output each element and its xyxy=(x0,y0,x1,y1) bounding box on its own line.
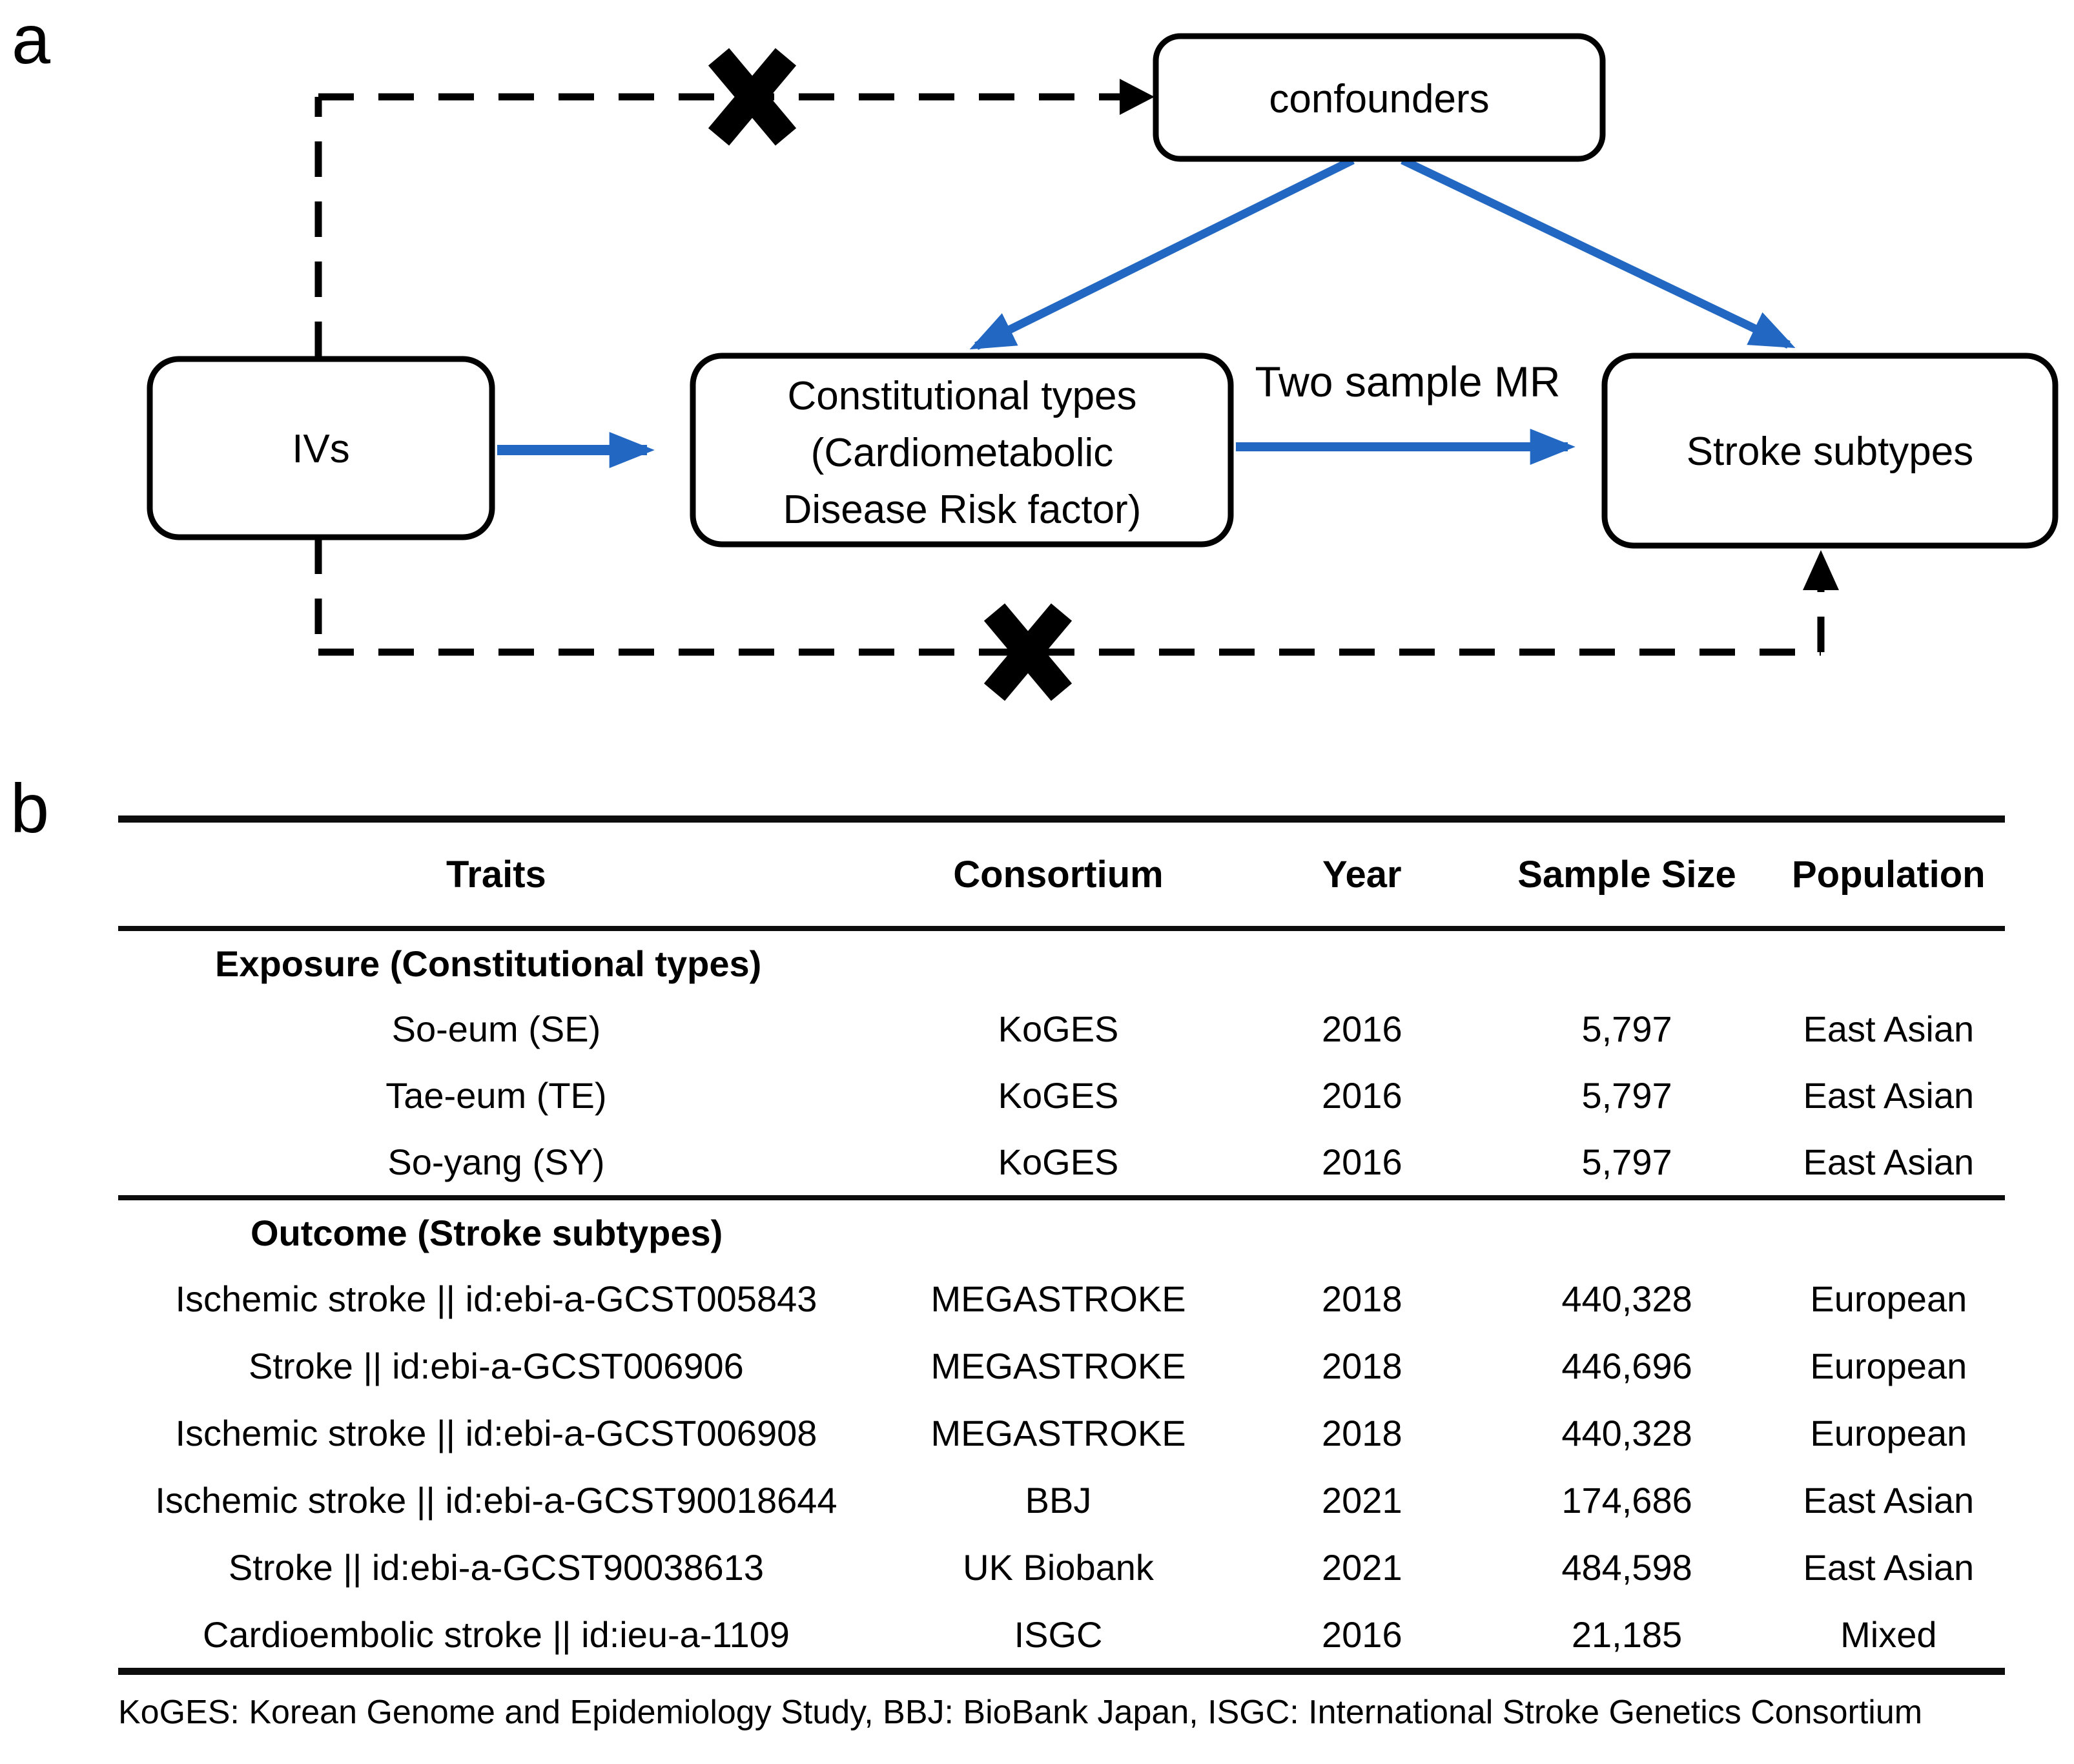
cell-population: East Asian xyxy=(1803,1142,1975,1182)
blue-arrow-confounders-to-outcome xyxy=(1401,156,1796,349)
cell-population: East Asian xyxy=(1803,1479,1975,1521)
cell-consortium: KoGES xyxy=(998,1075,1119,1116)
ivs-box xyxy=(147,356,495,540)
cell-sample-size: 5,797 xyxy=(1581,1142,1672,1182)
cell-consortium: KoGES xyxy=(998,1009,1119,1049)
cell-trait: So-eum (SE) xyxy=(391,1009,601,1049)
cell-year: 2016 xyxy=(1322,1009,1402,1049)
dashed-path-ivs-to-outcome xyxy=(314,538,1825,656)
confounders-box xyxy=(1153,33,1606,162)
exposure-box-line2: (Cardiometabolic xyxy=(811,431,1114,475)
cell-year: 2021 xyxy=(1322,1479,1402,1521)
panel-b-label: b xyxy=(10,769,50,847)
cell-consortium: ISGC xyxy=(1014,1614,1103,1655)
cell-trait: Stroke || id:ebi-a-GCST006906 xyxy=(249,1345,744,1386)
cell-population: East Asian xyxy=(1803,1075,1975,1116)
table-row: Ischemic stroke || id:ebi-a-GCST006908 M… xyxy=(118,1399,2005,1466)
cell-sample-size: 446,696 xyxy=(1561,1345,1692,1386)
cell-population: East Asian xyxy=(1803,1009,1975,1049)
cell-consortium: MEGASTROKE xyxy=(930,1345,1186,1386)
section-title-exposure: Exposure (Constitutional types) xyxy=(215,943,762,984)
cell-population: European xyxy=(1810,1412,1967,1453)
cell-year: 2018 xyxy=(1322,1345,1402,1386)
table-row: Stroke || id:ebi-a-GCST006906 MEGASTROKE… xyxy=(118,1332,2005,1399)
confounders-box-label: confounders xyxy=(1269,77,1489,121)
exposure-box-line1: Constitutional types xyxy=(787,374,1136,418)
table-row: Ischemic stroke || id:ebi-a-GCST90018644… xyxy=(118,1466,2005,1533)
cell-sample-size: 484,598 xyxy=(1561,1546,1692,1588)
outcome-box-label: Stroke subtypes xyxy=(1687,429,1974,474)
column-header-traits: Traits xyxy=(446,853,546,896)
column-header-population: Population xyxy=(1791,853,1986,896)
outcome-box xyxy=(1601,353,2059,549)
table-footnote: KoGES: Korean Genome and Epidemiology St… xyxy=(118,1694,1923,1731)
x-mark-icon-bottom xyxy=(983,603,1073,701)
blue-arrow-confounders-to-exposure xyxy=(969,156,1355,350)
table-row: Cardioembolic stroke || id:ieu-a-1109 IS… xyxy=(118,1601,2005,1668)
cell-population: European xyxy=(1810,1345,1967,1386)
cell-population: Mixed xyxy=(1840,1614,1937,1655)
cell-trait: So-yang (SY) xyxy=(387,1142,605,1182)
cell-sample-size: 174,686 xyxy=(1561,1479,1692,1521)
exposure-box-line3: Disease Risk factor) xyxy=(783,487,1142,532)
black-arrowhead-outcome xyxy=(1803,550,1839,590)
cell-trait: Ischemic stroke || id:ebi-a-GCST90018644 xyxy=(155,1479,837,1521)
cell-sample-size: 5,797 xyxy=(1581,1075,1672,1116)
cell-consortium: MEGASTROKE xyxy=(930,1278,1186,1319)
cell-trait: Tae-eum (TE) xyxy=(385,1075,607,1116)
table-rule-header xyxy=(118,926,2005,931)
column-header-consortium: Consortium xyxy=(953,853,1164,896)
cell-sample-size: 440,328 xyxy=(1561,1412,1692,1453)
cell-consortium: UK Biobank xyxy=(963,1546,1154,1588)
cell-consortium: KoGES xyxy=(998,1142,1119,1182)
ivs-box-label: IVs xyxy=(292,427,350,471)
black-arrowhead-confounders xyxy=(1120,79,1155,115)
table-row: So-yang (SY) KoGES 2016 5,797 East Asian xyxy=(118,1129,2005,1195)
cell-consortium: MEGASTROKE xyxy=(930,1412,1186,1453)
table-rule-bottom xyxy=(118,1668,2005,1675)
cell-population: European xyxy=(1810,1278,1967,1319)
mr-diagram: a IVs confounders xyxy=(12,0,2059,701)
cell-sample-size: 440,328 xyxy=(1561,1278,1692,1319)
cell-year: 2016 xyxy=(1322,1142,1402,1182)
panel-a-label: a xyxy=(12,0,51,78)
table-rule-middle xyxy=(118,1195,2005,1200)
cell-trait: Cardioembolic stroke || id:ieu-a-1109 xyxy=(202,1614,790,1655)
table-rule-top xyxy=(118,815,2005,823)
table-row: Ischemic stroke || id:ebi-a-GCST005843 M… xyxy=(118,1265,2005,1332)
x-mark-icon-top xyxy=(708,48,797,146)
cell-sample-size: 21,185 xyxy=(1571,1614,1683,1655)
column-header-year: Year xyxy=(1322,853,1402,896)
cell-year: 2016 xyxy=(1322,1075,1402,1116)
cell-year: 2018 xyxy=(1322,1278,1402,1319)
two-sample-mr-label: Two sample MR xyxy=(1255,358,1560,405)
table-row: So-eum (SE) KoGES 2016 5,797 East Asian xyxy=(118,996,2005,1062)
table-row: Stroke || id:ebi-a-GCST90038613 UK Bioba… xyxy=(118,1533,2005,1601)
section-title-outcome: Outcome (Stroke subtypes) xyxy=(251,1212,723,1253)
cell-year: 2018 xyxy=(1322,1412,1402,1453)
cell-trait: Ischemic stroke || id:ebi-a-GCST006908 xyxy=(175,1412,817,1453)
table-row: Tae-eum (TE) KoGES 2016 5,797 East Asian xyxy=(118,1062,2005,1129)
cell-trait: Ischemic stroke || id:ebi-a-GCST005843 xyxy=(175,1278,817,1319)
table-header-row: Traits Consortium Year Sample Size Popul… xyxy=(118,823,2005,926)
exposure-box xyxy=(690,353,1234,548)
cell-year: 2021 xyxy=(1322,1546,1402,1588)
cell-consortium: BBJ xyxy=(1025,1479,1092,1521)
cell-trait: Stroke || id:ebi-a-GCST90038613 xyxy=(228,1546,764,1588)
cell-year: 2016 xyxy=(1322,1614,1402,1655)
cell-population: East Asian xyxy=(1803,1546,1975,1588)
column-header-sample-size: Sample Size xyxy=(1517,853,1736,896)
cell-sample-size: 5,797 xyxy=(1581,1009,1672,1049)
data-source-table: Traits Consortium Year Sample Size Popul… xyxy=(118,815,2005,1733)
dashed-path-ivs-to-confounders xyxy=(314,93,1124,357)
